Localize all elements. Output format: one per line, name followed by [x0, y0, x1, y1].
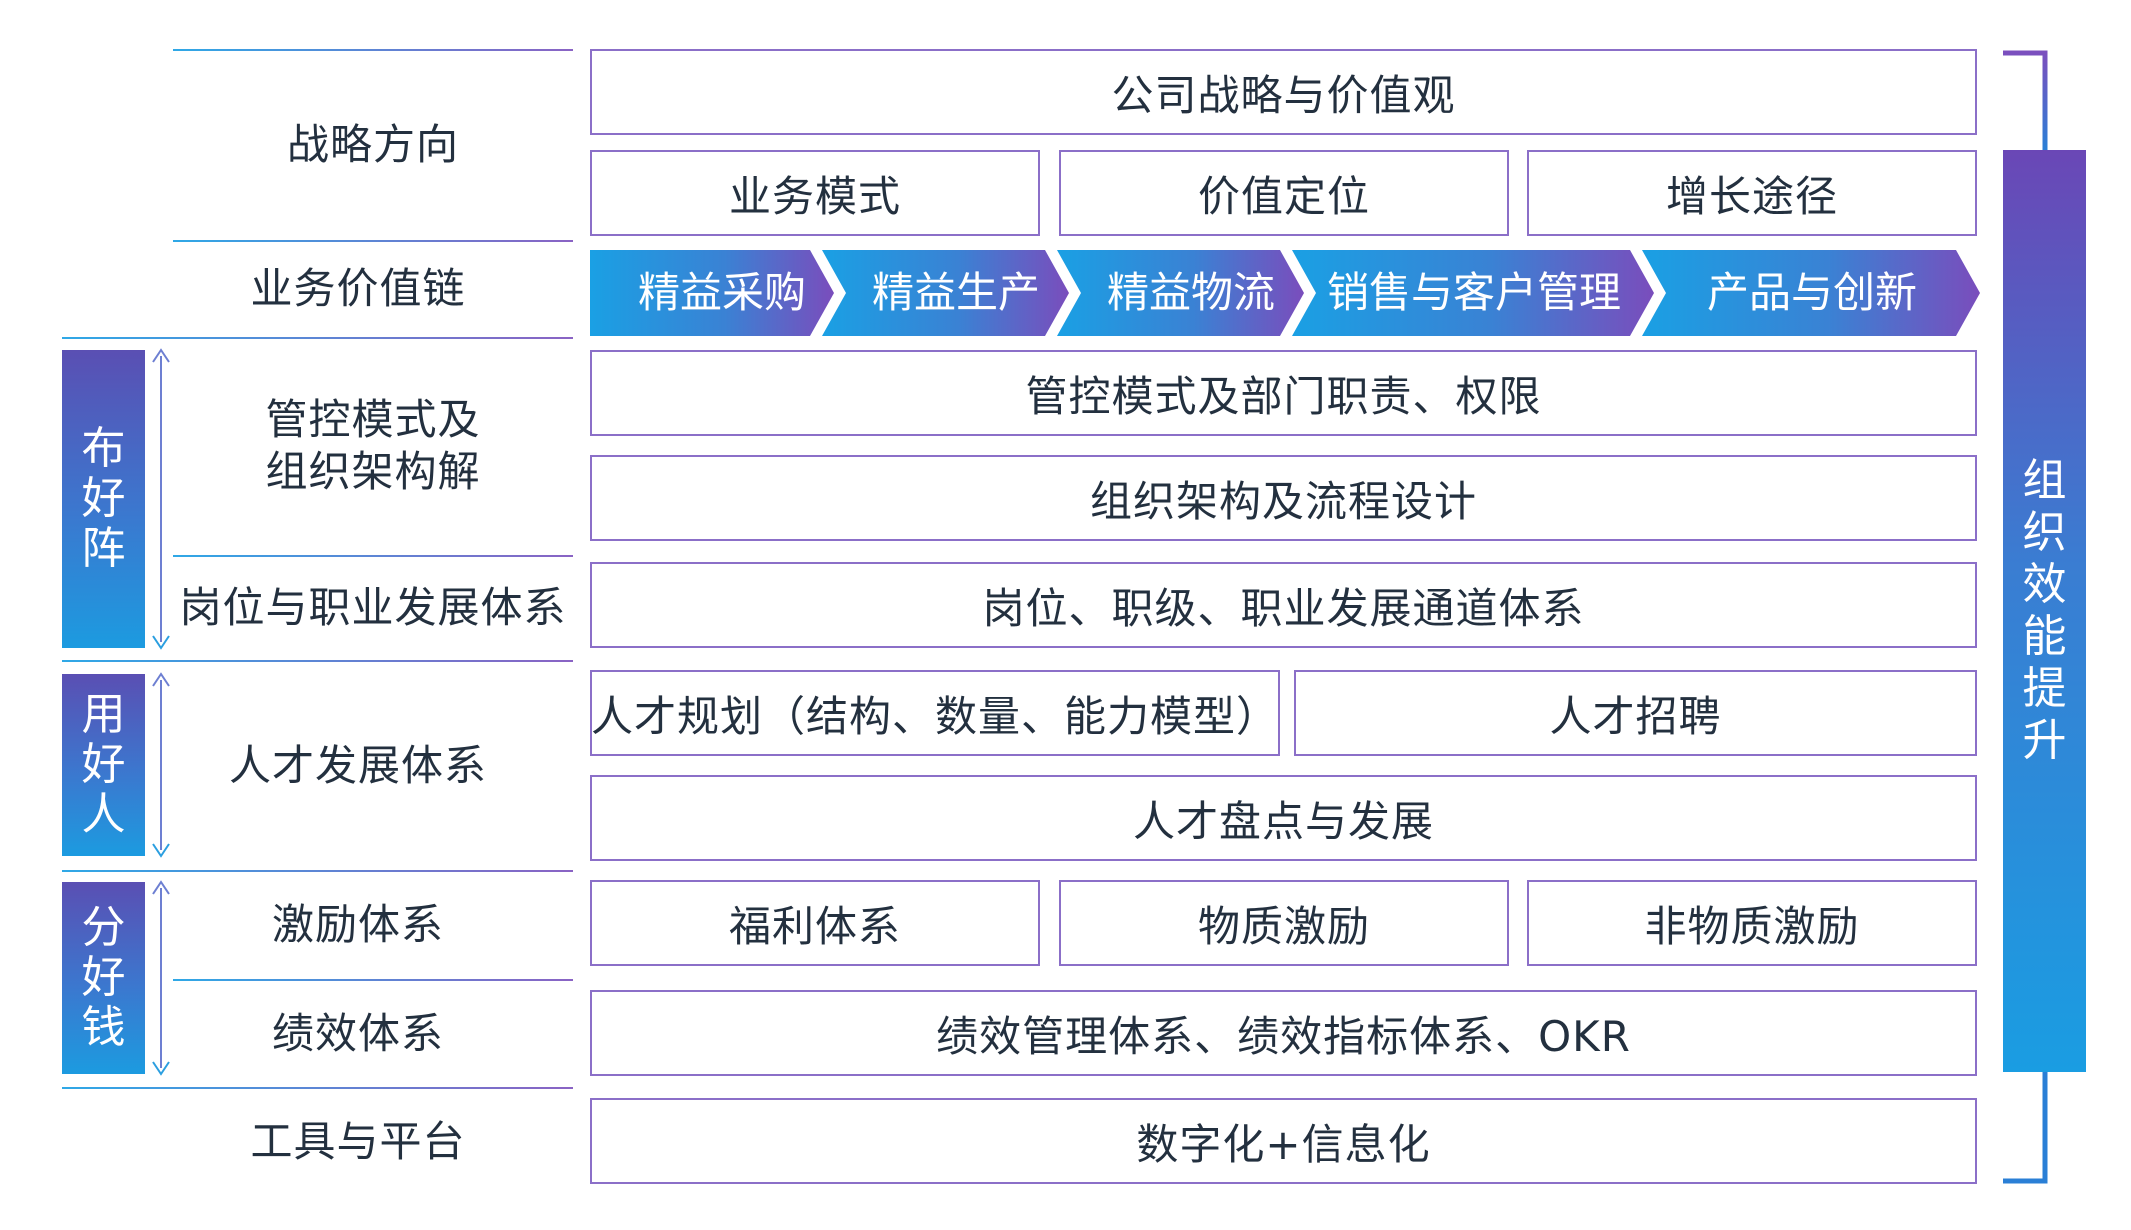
separator-value-chain [62, 337, 573, 339]
box-strategy-values-text: 公司战略与价值观 [1111, 70, 1456, 120]
label-control-line1: 管控模式及 [265, 395, 481, 444]
separator-talent [62, 870, 573, 872]
label-tools: 工具与平台 [173, 1090, 543, 1194]
chevron-segment-4 [1292, 250, 1654, 336]
box-org-design: 组织架构及流程设计 [590, 455, 1977, 541]
tab-use: 用 好 人 [62, 674, 145, 856]
box-digital: 数字化+信息化 [590, 1098, 1977, 1184]
chevron-segment-1 [590, 250, 834, 336]
box-material-incentive-text: 物质激励 [1197, 901, 1370, 951]
tab-distribute: 分 好 钱 [62, 882, 145, 1074]
org-efficiency-char-2: 织 [2022, 507, 2067, 558]
org-efficiency-char-1: 组 [2022, 455, 2067, 506]
box-business-model: 业务模式 [590, 150, 1040, 236]
label-incentive-text: 激励体系 [271, 900, 444, 949]
tab-distribute-char-2: 好 [81, 952, 126, 1003]
label-incentive: 激励体系 [173, 873, 543, 977]
tab-use-char-1: 用 [81, 689, 126, 740]
tab-arrange: 布 好 阵 [62, 350, 145, 648]
box-talent-review: 人才盘点与发展 [590, 775, 1977, 861]
box-welfare-text: 福利体系 [728, 901, 901, 951]
box-career-channel: 岗位、职级、职业发展通道体系 [590, 562, 1977, 648]
box-performance-system-text: 绩效管理体系、绩效指标体系、OKR [936, 1011, 1631, 1061]
separator-performance [62, 1087, 573, 1089]
tab-arrange-char-2: 好 [81, 473, 126, 524]
tab-distribute-char-1: 分 [81, 902, 126, 953]
box-growth-path-text: 增长途径 [1665, 171, 1838, 221]
box-talent-review-text: 人才盘点与发展 [1132, 796, 1434, 846]
box-control-mode: 管控模式及部门职责、权限 [590, 350, 1977, 436]
label-positions: 岗位与职业发展体系 [173, 558, 573, 658]
label-talent-text: 人才发展体系 [228, 740, 487, 790]
chevron-segment-2 [822, 250, 1069, 336]
double-arrow-use-icon [152, 672, 170, 858]
org-efficiency-char-3: 效 [2022, 559, 2067, 610]
label-control: 管控模式及 组织架构解 [173, 340, 573, 552]
label-talent: 人才发展体系 [173, 663, 543, 868]
box-nonmaterial-incentive-text: 非物质激励 [1644, 901, 1860, 951]
right-bracket [2003, 50, 2048, 1184]
separator-incentive [173, 979, 573, 981]
box-growth-path: 增长途径 [1527, 150, 1977, 236]
box-nonmaterial-incentive: 非物质激励 [1527, 880, 1977, 966]
value-chain-item-2: 精益生产 [872, 268, 1040, 317]
box-talent-recruit-text: 人才招聘 [1549, 691, 1722, 741]
box-value-position: 价值定位 [1059, 150, 1509, 236]
chevron-segment-3 [1057, 250, 1304, 336]
box-talent-recruit: 人才招聘 [1294, 670, 1977, 756]
label-value-chain: 业务价值链 [173, 243, 543, 335]
org-efficiency-char-6: 升 [2022, 715, 2067, 766]
tab-distribute-char-3: 钱 [81, 1002, 126, 1053]
box-org-design-text: 组织架构及流程设计 [1089, 476, 1477, 526]
label-value-chain-text: 业务价值链 [250, 264, 466, 313]
tab-use-char-3: 人 [81, 789, 126, 840]
box-talent-planning-text: 人才规划（结构、数量、能力模型） [591, 691, 1280, 741]
label-control-line2: 组织架构解 [265, 447, 481, 496]
box-material-incentive: 物质激励 [1059, 880, 1509, 966]
label-strategy: 战略方向 [173, 52, 573, 238]
double-arrow-distribute-icon [152, 880, 170, 1076]
box-career-channel-text: 岗位、职级、职业发展通道体系 [982, 583, 1585, 633]
separator-positions [62, 660, 573, 662]
double-arrow-arrange-icon [152, 348, 170, 650]
box-talent-planning: 人才规划（结构、数量、能力模型） [590, 670, 1280, 756]
box-welfare: 福利体系 [590, 880, 1040, 966]
value-chain-item-3: 精益物流 [1107, 268, 1275, 317]
separator-control [173, 555, 573, 557]
separator-strategy [173, 240, 573, 242]
org-efficiency-char-5: 提 [2022, 663, 2067, 714]
tab-arrange-char-1: 布 [81, 423, 126, 474]
value-chain-item-5: 产品与创新 [1707, 268, 1917, 317]
box-control-mode-text: 管控模式及部门职责、权限 [1025, 371, 1542, 421]
box-strategy-values: 公司战略与价值观 [590, 49, 1977, 135]
box-performance-system: 绩效管理体系、绩效指标体系、OKR [590, 990, 1977, 1076]
label-tools-text: 工具与平台 [250, 1117, 466, 1166]
box-digital-text: 数字化+信息化 [1136, 1119, 1431, 1169]
chevron-segment-5 [1642, 250, 1980, 336]
box-business-model-text: 业务模式 [728, 171, 901, 221]
label-strategy-text: 战略方向 [286, 120, 459, 169]
label-positions-text: 岗位与职业发展体系 [179, 583, 567, 632]
value-chain-arrow: 精益采购 精益生产 精益物流 销售与客户管理 产品与创新 [590, 250, 1980, 336]
label-performance-text: 绩效体系 [271, 1008, 444, 1058]
tab-arrange-char-3: 阵 [81, 523, 126, 574]
value-chain-item-1: 精益采购 [638, 268, 806, 317]
org-efficiency-bar: 组 织 效 能 提 升 [2003, 150, 2086, 1072]
tab-use-char-2: 好 [81, 739, 126, 790]
org-efficiency-char-4: 能 [2022, 611, 2067, 662]
value-chain-item-4: 销售与客户管理 [1327, 268, 1621, 317]
separator-top [173, 49, 573, 51]
label-performance: 绩效体系 [173, 982, 543, 1085]
box-value-position-text: 价值定位 [1197, 171, 1370, 221]
